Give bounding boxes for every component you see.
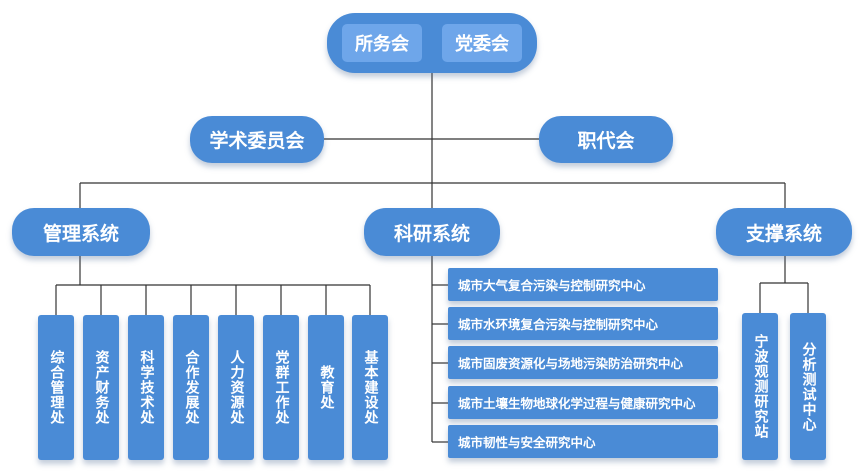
research-center: 城市水环境复合污染与控制研究中心 (448, 307, 718, 340)
management-unit: 综合管理处 (38, 315, 74, 460)
management-unit: 资产财务处 (83, 315, 119, 460)
management-unit: 科学技术处 (128, 315, 164, 460)
research-center: 城市大气复合污染与控制研究中心 (448, 268, 718, 301)
management-unit: 人力资源处 (218, 315, 254, 460)
research-system-node: 科研系统 (364, 208, 500, 256)
management-unit: 基本建设处 (352, 315, 388, 460)
academic-committee-node: 学术委员会 (190, 116, 324, 163)
support-unit: 分析测试中心 (790, 313, 826, 460)
support-system-node: 支撑系统 (716, 208, 852, 256)
research-center: 城市土壤生物地球化学过程与健康研究中心 (448, 386, 718, 419)
management-unit: 党群工作处 (263, 315, 299, 460)
support-unit: 宁波观测研究站 (742, 313, 778, 460)
top-leadership-node: 所务会 党委会 (327, 13, 537, 73)
management-system-node: 管理系统 (12, 208, 150, 256)
management-unit: 合作发展处 (173, 315, 209, 460)
workers-congress-node: 职代会 (539, 116, 673, 163)
research-center: 城市固废资源化与场地污染防治研究中心 (448, 346, 718, 379)
leadership-meeting-label: 所务会 (342, 24, 422, 62)
research-center: 城市韧性与安全研究中心 (448, 425, 718, 458)
management-unit: 教育处 (308, 315, 344, 460)
party-committee-label: 党委会 (442, 24, 522, 62)
